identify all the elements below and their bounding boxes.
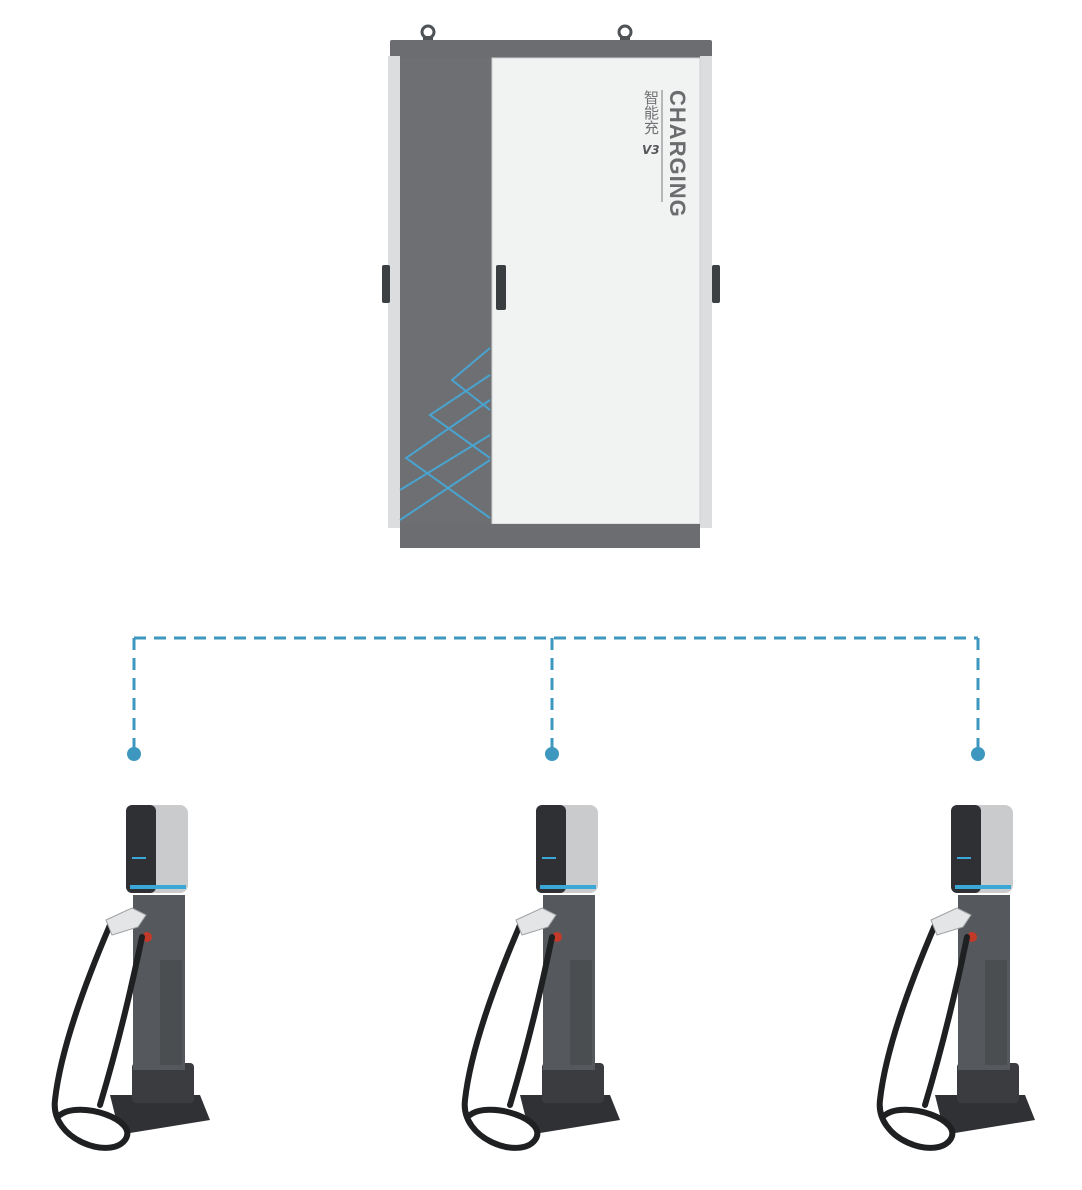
charger-head-band bbox=[955, 885, 1011, 889]
cabinet-side-frame-left bbox=[388, 56, 400, 528]
cabinet-door bbox=[491, 57, 701, 525]
charger-base-top bbox=[132, 1063, 194, 1103]
charger-base-top bbox=[957, 1063, 1019, 1103]
charger-head-band bbox=[130, 885, 186, 889]
cabinet-base bbox=[400, 524, 700, 548]
charging-post-1 bbox=[51, 805, 210, 1151]
charger-screen-panel bbox=[126, 805, 156, 893]
charger-status-bar bbox=[957, 857, 971, 859]
charger-lower-panel bbox=[570, 960, 592, 1065]
charger-head-band bbox=[540, 885, 596, 889]
charging-plug bbox=[515, 907, 557, 936]
charging-post-2 bbox=[461, 805, 620, 1151]
charger-base-top bbox=[542, 1063, 604, 1103]
charging-cable bbox=[461, 922, 555, 1151]
side-handle-left bbox=[382, 265, 390, 303]
charger-status-bar bbox=[542, 857, 556, 859]
charger-screen-panel bbox=[951, 805, 981, 893]
charging-post-3 bbox=[876, 805, 1035, 1151]
cabinet-side-frame-right bbox=[700, 56, 712, 528]
power-cabinet: CHARGING 智能充 V3 bbox=[382, 24, 720, 548]
lifting-eye-right bbox=[617, 24, 633, 42]
charger-lower-panel bbox=[985, 960, 1007, 1065]
charging-cable bbox=[51, 922, 145, 1151]
brand-label-english: CHARGING bbox=[665, 90, 690, 218]
connection-node-left bbox=[127, 747, 141, 761]
cabinet-accent-lines bbox=[399, 347, 491, 521]
connection-diagram bbox=[127, 636, 985, 761]
charger-status-bar bbox=[132, 857, 146, 859]
charger-lower-panel bbox=[160, 960, 182, 1065]
charger-base bbox=[935, 1095, 1035, 1133]
charger-screen-panel bbox=[536, 805, 566, 893]
connection-node-right bbox=[971, 747, 985, 761]
side-handle-right bbox=[712, 265, 720, 303]
cabinet-top-cap bbox=[390, 40, 712, 58]
charging-plug bbox=[930, 907, 972, 936]
brand-label-chinese: 智能充 bbox=[642, 89, 660, 135]
connection-node-middle bbox=[545, 747, 559, 761]
charger-base bbox=[520, 1095, 620, 1133]
cabinet-dark-panel bbox=[400, 58, 492, 524]
lifting-eye-left bbox=[420, 24, 436, 42]
brand-logo-mark: V3 bbox=[642, 143, 660, 157]
charging-cable bbox=[876, 922, 970, 1151]
door-handle bbox=[496, 265, 506, 310]
charger-base bbox=[110, 1095, 210, 1133]
charging-plug bbox=[105, 907, 147, 936]
